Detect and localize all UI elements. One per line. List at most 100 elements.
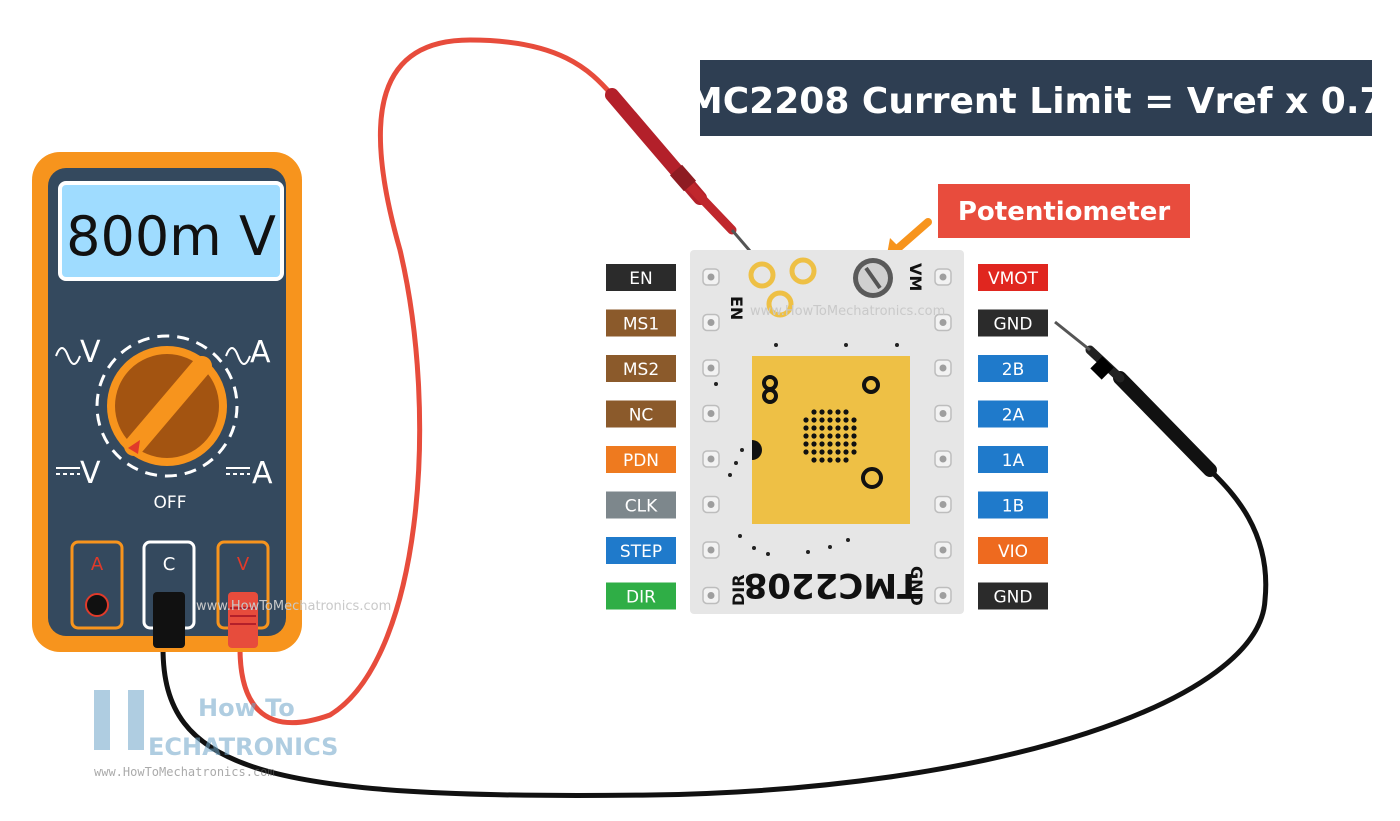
header-pin-hole xyxy=(939,273,947,281)
jack-c-label: C xyxy=(163,554,176,575)
thermal-via xyxy=(803,417,809,423)
right-pin-box-2a xyxy=(978,400,1048,428)
thermal-vias xyxy=(803,409,857,463)
thermal-via xyxy=(827,409,833,415)
left-pin-label: PDN xyxy=(623,451,659,471)
thermal-via xyxy=(835,433,841,439)
header-pin-hole xyxy=(707,410,715,417)
ac-wave-icon xyxy=(225,347,251,365)
thermal-via xyxy=(851,425,857,431)
right-pin-label: 1A xyxy=(1002,451,1025,471)
board-name: TMC2208 xyxy=(744,565,921,605)
black-probe xyxy=(1054,320,1217,477)
left-pin-box-dir xyxy=(606,582,676,610)
potentiometer-callout xyxy=(938,184,1190,238)
board-label-gnd: GND xyxy=(907,566,926,606)
thermal-via xyxy=(827,433,833,439)
thermal-via xyxy=(835,449,841,455)
header-pin-hole xyxy=(939,546,947,554)
right-pin-box-1b xyxy=(978,491,1048,519)
left-pin-label: MS1 xyxy=(623,315,659,335)
left-pin-label: DIR xyxy=(626,588,656,608)
thermal-via xyxy=(835,441,841,447)
thermal-via xyxy=(811,449,817,455)
thermal-via xyxy=(819,457,825,463)
right-pin-box-vmot xyxy=(978,264,1048,291)
dial-label-dc-a: A xyxy=(252,456,273,491)
board-label-en: EN xyxy=(727,296,746,320)
thermal-via xyxy=(843,449,849,455)
thermal-via xyxy=(811,441,817,447)
jack-a-label: A xyxy=(91,554,104,575)
thermal-via xyxy=(835,457,841,463)
thermal-via xyxy=(811,433,817,439)
dial-label-off: OFF xyxy=(154,493,187,513)
thermal-via xyxy=(843,409,849,415)
header-pin-hole xyxy=(939,455,947,463)
thermal-via xyxy=(851,441,857,447)
right-pin-label: 2B xyxy=(1002,360,1024,380)
thermal-via xyxy=(811,425,817,431)
left-pin-label: NC xyxy=(629,406,654,426)
thermal-via xyxy=(843,457,849,463)
left-pin-box-nc xyxy=(606,400,676,428)
right-pin-label: GND xyxy=(994,315,1033,335)
thermal-via xyxy=(835,425,841,431)
multimeter-display xyxy=(58,181,284,281)
header-pin-hole xyxy=(707,592,715,599)
thermal-via xyxy=(835,409,841,415)
right-pin-box-vio xyxy=(978,537,1048,564)
right-pin-label: 1B xyxy=(1002,497,1024,517)
multimeter: 800m V V A V A OFF A C xyxy=(32,152,302,652)
thermal-via xyxy=(851,433,857,439)
jack-a[interactable] xyxy=(70,540,124,630)
jack-v-label: V xyxy=(237,554,250,575)
right-pin-box-1a xyxy=(978,446,1048,473)
right-pin-label: 2A xyxy=(1002,406,1025,426)
thermal-via xyxy=(803,449,809,455)
left-pin-box-en xyxy=(606,264,676,291)
driver-board: EN VM DIR GND TMC2208 xyxy=(690,250,964,614)
red-probe xyxy=(605,88,758,259)
driver-chip xyxy=(752,356,910,524)
header-pin-hole xyxy=(939,501,947,508)
board-pads xyxy=(702,268,952,605)
title-banner xyxy=(700,60,1372,136)
thermal-via xyxy=(827,449,833,455)
right-pin-box-gnd xyxy=(978,582,1048,610)
red-wire xyxy=(237,37,614,726)
header-pin-hole xyxy=(707,364,715,372)
dial-label-ac-v: V xyxy=(80,335,101,370)
potentiometer-icon[interactable] xyxy=(853,258,893,298)
dial-label-ac-a: A xyxy=(250,335,271,370)
left-pin-label: MS2 xyxy=(623,360,659,380)
black-wire xyxy=(160,468,1269,798)
logo-url: www.HowToMechatronics.com xyxy=(94,765,275,779)
left-pin-label: EN xyxy=(629,269,652,289)
left-pin-label: STEP xyxy=(620,542,662,562)
dc-symbol-icon xyxy=(226,467,250,475)
header-pin-hole xyxy=(707,319,715,326)
logo-line2: ECHATRONICS xyxy=(148,733,338,761)
multimeter-reading: 800m V xyxy=(66,205,276,268)
dial-ring xyxy=(95,334,239,478)
right-pin-label: VIO xyxy=(998,542,1028,562)
left-pin-box-pdn xyxy=(606,446,676,473)
board-label-vm: VM xyxy=(906,263,925,291)
header-pin-hole xyxy=(707,273,715,281)
thermal-via xyxy=(835,417,841,423)
thermal-via xyxy=(811,417,817,423)
howtomechatronics-logo: How To ECHATRONICS www.HowToMechatronics… xyxy=(94,690,338,779)
left-pin-box-ms2 xyxy=(606,355,676,382)
dial-pointer-icon xyxy=(128,440,140,454)
thermal-via xyxy=(827,441,833,447)
board-label-dir: DIR xyxy=(729,574,748,606)
header-pin-hole xyxy=(707,455,715,463)
left-pin-box-clk xyxy=(606,491,676,519)
thermal-via xyxy=(843,417,849,423)
header-pin-hole xyxy=(707,501,715,508)
thermal-via xyxy=(819,409,825,415)
